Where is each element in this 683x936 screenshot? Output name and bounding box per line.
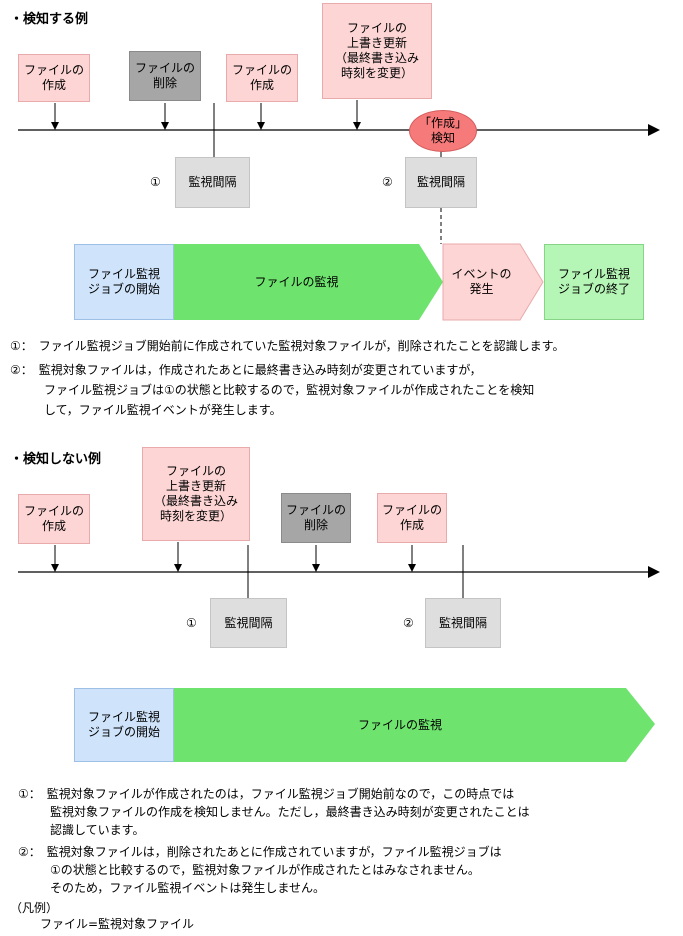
- interval-box-1: 監視間隔: [175, 157, 250, 208]
- job-start-box-1: ファイル監視 ジョブの開始: [74, 244, 174, 320]
- event-occur-label: イベントの 発生: [451, 267, 512, 296]
- create-file-box-4: ファイルの 作成: [377, 493, 447, 543]
- interval-number-4: ②: [403, 616, 414, 630]
- delete-file-box-1: ファイルの 削除: [129, 51, 201, 101]
- interval-number-1: ①: [150, 175, 161, 189]
- legend-text: ファイル=監視対象ファイル: [40, 917, 195, 931]
- job-end-box: ファイル監視 ジョブの終了: [544, 244, 644, 320]
- note2-line3: 認識しています。: [50, 823, 145, 837]
- overwrite-file-box-2: ファイルの 上書き更新 （最終書き込み 時刻を変更）: [142, 447, 250, 541]
- interval-box-3: 監視間隔: [210, 598, 287, 648]
- monitor-arrow-shape-2: [174, 688, 655, 762]
- note1-line4: して，ファイル監視イベントが発生します。: [44, 403, 282, 417]
- create-file-box-3: ファイルの 作成: [18, 494, 90, 544]
- event-arrow-shape: [442, 243, 544, 321]
- interval-number-3: ①: [186, 616, 197, 630]
- delete-file-box-2: ファイルの 削除: [281, 493, 351, 543]
- file-monitor-label-2: ファイルの監視: [357, 717, 442, 732]
- section2-heading: ・検知しない例: [10, 452, 102, 467]
- detect-bubble: 「作成」 検知: [409, 110, 477, 152]
- timeline-arrowhead-2: [648, 566, 660, 578]
- file-monitor-label-1: ファイルの監視: [254, 274, 339, 289]
- note1-line2: ②： 監視対象ファイルは，作成されたあとに最終書き込み時刻が変更されていますが，: [10, 363, 482, 377]
- note2-line2: 監視対象ファイルの作成を検知しません。ただし，最終書き込み時刻が変更されたことは: [50, 805, 530, 819]
- note1-line1: ①： ファイル監視ジョブ開始前に作成されていた監視対象ファイルが，削除されたこと…: [10, 339, 565, 353]
- note2-line1: ①： 監視対象ファイルが作成されたのは，ファイル監視ジョブ開始前なので，この時点…: [18, 787, 515, 801]
- note2-line4: ②： 監視対象ファイルは，削除されたあとに作成されていますが，ファイル監視ジョブ…: [18, 845, 502, 859]
- note2-line6: そのため，ファイル監視イベントは発生しません。: [50, 881, 326, 895]
- interval-box-2: 監視間隔: [405, 157, 477, 208]
- note1-line3: ファイル監視ジョブは①の状態と比較するので，監視対象ファイルが作成されたことを検…: [44, 383, 535, 397]
- legend-title: （凡例）: [10, 901, 59, 915]
- overwrite-file-box-1: ファイルの 上書き更新 （最終書き込み 時刻を変更）: [322, 3, 432, 99]
- monitor-arrow-shape-1: [174, 244, 443, 320]
- job-start-box-2: ファイル監視 ジョブの開始: [74, 688, 174, 762]
- create-file-box-2: ファイルの 作成: [226, 54, 298, 102]
- note2-line5: ①の状態と比較するので，監視対象ファイルが作成されたとはみなされません。: [50, 863, 480, 877]
- interval-box-4: 監視間隔: [425, 598, 501, 648]
- timeline-arrowhead-1: [648, 124, 660, 136]
- create-file-box-1: ファイルの 作成: [18, 54, 90, 102]
- interval-number-2: ②: [382, 175, 393, 189]
- section1-heading: ・検知する例: [10, 12, 89, 27]
